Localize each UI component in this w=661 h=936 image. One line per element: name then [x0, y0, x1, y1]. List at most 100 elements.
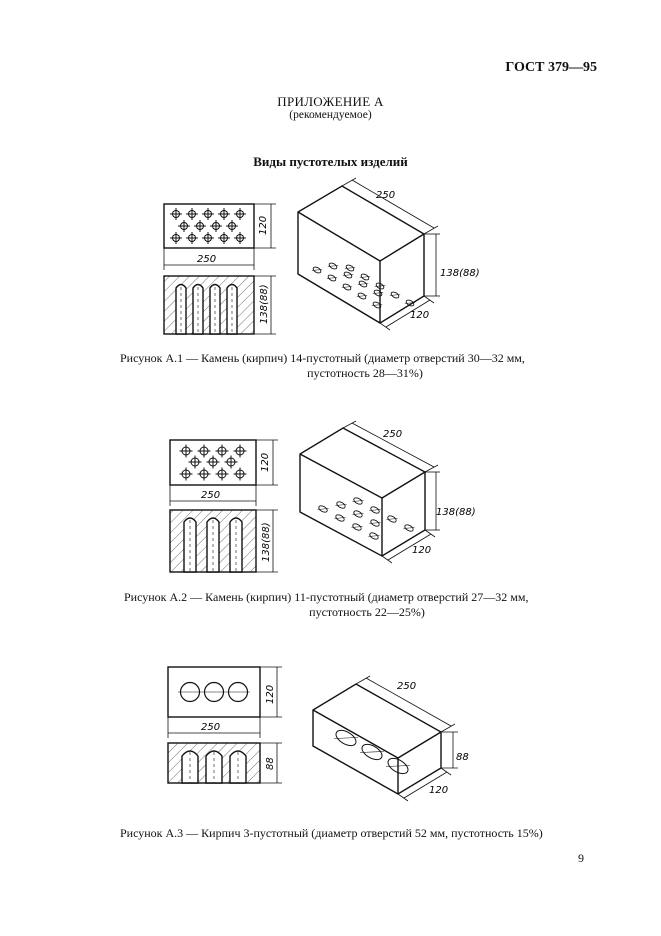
iso-hole	[357, 292, 367, 300]
figure-a1-plan-view	[163, 203, 276, 270]
iso-hole	[369, 532, 379, 540]
figure-a3-plan-view	[167, 666, 282, 738]
figure-a1-iso-height-label: 138(88)	[440, 268, 480, 279]
iso-hole	[312, 266, 322, 274]
core-void	[226, 283, 238, 335]
iso-hole-axis	[352, 500, 364, 502]
iso-hole-axis	[342, 274, 354, 276]
figure-a3-caption-line1: Рисунок А.3 — Кирпич 3-пустотный (диамет…	[120, 826, 543, 840]
figure-a3-isometric-view	[312, 675, 458, 802]
iso-hole-axis	[359, 751, 385, 753]
iso-hole-axis	[317, 508, 329, 510]
iso-hole-axis	[344, 267, 356, 269]
iso-hole	[360, 273, 370, 281]
iso-hole-axis	[352, 513, 364, 515]
iso-hole	[318, 505, 328, 513]
iso-hole-axis	[333, 737, 359, 739]
figure-a1-caption-line1: Рисунок А.1 — Камень (кирпич) 14-пустотн…	[120, 351, 525, 365]
iso-hole	[405, 299, 415, 307]
figure-a1-caption-line2: пустотность 28—31%)	[307, 366, 423, 380]
figure-a3-iso-length-label: 250	[397, 681, 416, 692]
iso-hole-axis	[351, 526, 363, 528]
iso-hole-axis	[327, 265, 339, 267]
figure-a3-iso-width-label: 120	[429, 785, 448, 796]
iso-hole-axis	[357, 283, 369, 285]
iso-hole	[390, 291, 400, 299]
iso-hole	[343, 271, 353, 279]
figure-a1-plan-length-label: 250	[197, 254, 216, 265]
iso-hole	[327, 274, 337, 282]
figure-a1-plan-width-label: 120	[258, 216, 269, 235]
iso-hole	[361, 743, 383, 761]
iso-hole-axis	[369, 522, 381, 524]
iso-hole-axis	[389, 294, 401, 296]
figure-a2-caption-line1: Рисунок А.2 — Камень (кирпич) 11-пустотн…	[124, 590, 529, 604]
iso-hole	[358, 280, 368, 288]
iso-hole	[404, 524, 414, 532]
iso-hole	[328, 262, 338, 270]
figure-a3-iso-height-label: 88	[456, 752, 469, 763]
core-void	[175, 283, 187, 335]
iso-hole-axis	[335, 504, 347, 506]
iso-hole-axis	[311, 269, 323, 271]
iso-hole-axis	[371, 304, 383, 306]
figure-a2-caption-line2: пустотность 22—25%)	[309, 605, 425, 619]
standard-code: ГОСТ 379—95	[505, 60, 597, 75]
appendix-subtitle: (рекомендуемое)	[289, 109, 372, 121]
figure-a2-caption: Рисунок А.2 — Камень (кирпич) 11-пустотн…	[124, 590, 590, 620]
figure-a1-section-height-label: 138(88)	[259, 284, 270, 324]
figure-a3-plan-width-label: 120	[265, 685, 276, 704]
figure-a3-section-height-label: 88	[265, 757, 276, 770]
iso-hole-axis	[326, 277, 338, 279]
figure-a2-plan-width-label: 120	[260, 453, 271, 472]
iso-hole	[372, 301, 382, 309]
iso-hole	[345, 264, 355, 272]
appendix-title: ПРИЛОЖЕНИЕ А	[277, 94, 384, 109]
page-number: 9	[578, 851, 584, 865]
core-void	[209, 283, 221, 335]
iso-hole	[336, 501, 346, 509]
figure-a3-caption: Рисунок А.3 — Кирпич 3-пустотный (диамет…	[120, 826, 600, 841]
iso-hole	[387, 757, 409, 775]
figure-a2-plan-view	[169, 439, 278, 506]
iso-hole-axis	[359, 276, 371, 278]
iso-hole	[387, 515, 397, 523]
figure-a1-iso-width-label: 120	[410, 310, 429, 321]
iso-hole-axis	[372, 292, 384, 294]
figure-a1-caption: Рисунок А.1 — Камень (кирпич) 14-пустотн…	[120, 351, 590, 381]
figure-a2-isometric-view	[299, 420, 440, 564]
iso-hole	[373, 289, 383, 297]
figure-a3-section-view	[167, 742, 282, 784]
core-void	[192, 283, 204, 335]
iso-hole-axis	[369, 509, 381, 511]
iso-hole-axis	[334, 517, 346, 519]
iso-hole-axis	[374, 285, 386, 287]
iso-hole	[370, 506, 380, 514]
iso-hole	[335, 514, 345, 522]
section-title: Виды пустотелых изделий	[253, 154, 408, 169]
figure-a2-section-view	[169, 509, 278, 573]
iso-hole-axis	[404, 302, 416, 304]
figure-a2-plan-length-label: 250	[201, 490, 220, 501]
iso-hole-axis	[368, 535, 380, 537]
iso-hole-axis	[341, 286, 353, 288]
figure-a1-isometric-view	[297, 177, 440, 331]
figure-a1-holes	[170, 208, 246, 244]
figure-a2-iso-length-label: 250	[383, 429, 402, 440]
iso-hole	[353, 497, 363, 505]
figure-a1-section-view	[163, 275, 276, 335]
figure-a1-iso-length-label: 250	[376, 190, 395, 201]
iso-hole	[352, 523, 362, 531]
iso-hole-axis	[385, 765, 411, 767]
iso-hole	[370, 519, 380, 527]
iso-hole	[353, 510, 363, 518]
iso-hole-axis	[403, 527, 415, 529]
iso-hole	[375, 282, 385, 290]
iso-hole-axis	[386, 518, 398, 520]
figure-a3-plan-length-label: 250	[201, 722, 220, 733]
figure-a2-iso-width-label: 120	[412, 545, 431, 556]
figure-a2-section-height-label: 138(88)	[261, 522, 272, 562]
